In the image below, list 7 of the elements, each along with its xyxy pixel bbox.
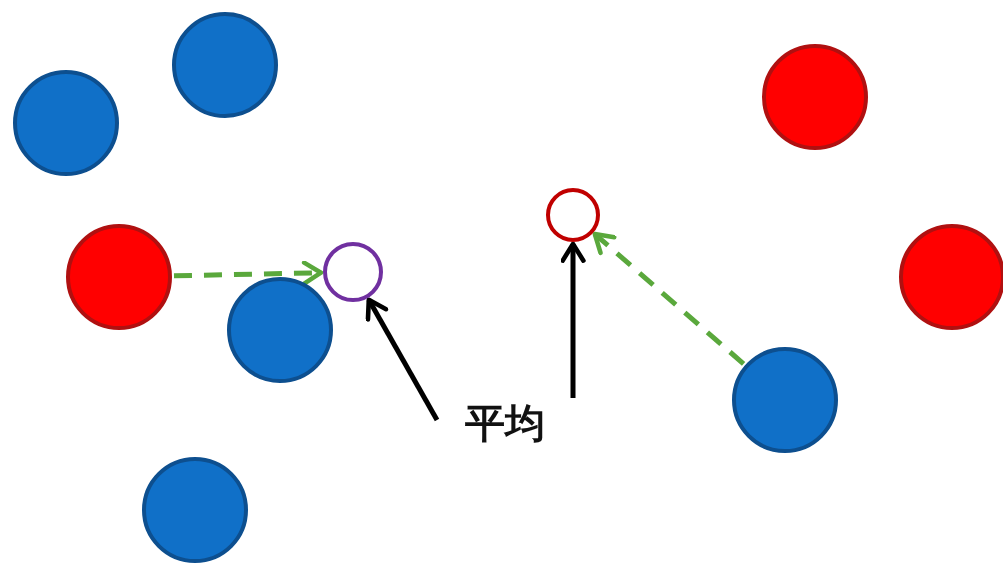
centroid-marker	[546, 188, 600, 242]
label-text: 平均	[436, 398, 574, 448]
dashed-arrow	[592, 231, 746, 366]
arrow	[365, 297, 440, 422]
centroid-marker	[323, 242, 383, 302]
arrow	[560, 241, 586, 398]
dashed-arrow	[173, 260, 324, 286]
